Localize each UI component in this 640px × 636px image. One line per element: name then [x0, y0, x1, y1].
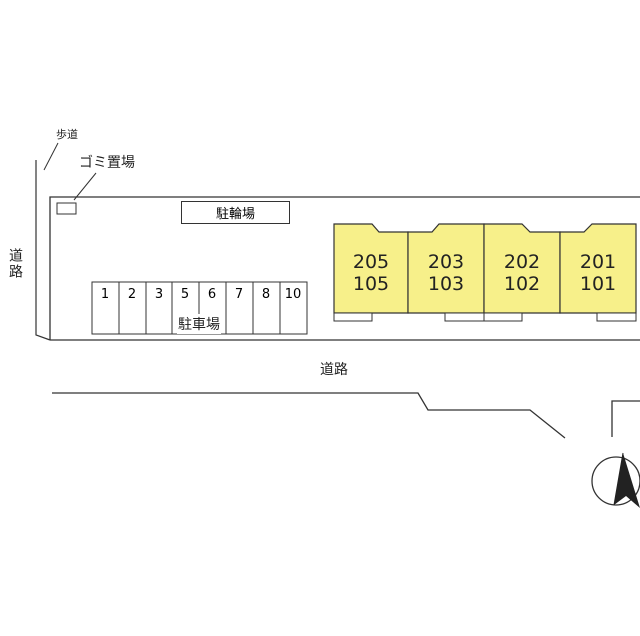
parking-slot-number: 6 [207, 287, 217, 302]
car-parking-label: 駐車場 [177, 314, 221, 334]
garbage-area [56, 202, 77, 215]
road-label-left: 道路 [7, 248, 23, 280]
unit-205-upper: 205 [352, 251, 390, 273]
site-boundary [49, 196, 640, 340]
road-edge-right [611, 400, 640, 437]
parking-slot-number: 2 [127, 287, 137, 302]
parking-slot-number: 10 [284, 287, 302, 302]
unit-201-lower: 101 [579, 273, 617, 295]
unit-201-upper: 201 [579, 251, 617, 273]
road-edge-bottom [52, 392, 566, 439]
garbage-pointer [73, 172, 97, 201]
building [333, 223, 637, 322]
unit-203-upper: 203 [427, 251, 465, 273]
bicycle-parking-label: 駐輪場 [181, 201, 290, 224]
sidewalk-label: 歩道 [56, 128, 78, 141]
unit-202-lower: 102 [503, 273, 541, 295]
left-road-edge [35, 160, 51, 341]
unit-202-upper: 202 [503, 251, 541, 273]
parking-slot-number: 1 [100, 287, 110, 302]
garbage-label: ゴミ置場 [79, 155, 135, 171]
unit-203-lower: 103 [427, 273, 465, 295]
parking-slot-number: 3 [154, 287, 164, 302]
unit-201-block [559, 223, 637, 314]
parking-slot-number: 7 [234, 287, 244, 302]
north-arrow-icon [591, 452, 640, 508]
unit-205-lower: 105 [352, 273, 390, 295]
road-label-bottom: 道路 [320, 362, 348, 378]
parking-slot-number: 5 [180, 287, 190, 302]
parking-slot-number: 8 [261, 287, 271, 302]
sidewalk-pointer [43, 142, 59, 171]
